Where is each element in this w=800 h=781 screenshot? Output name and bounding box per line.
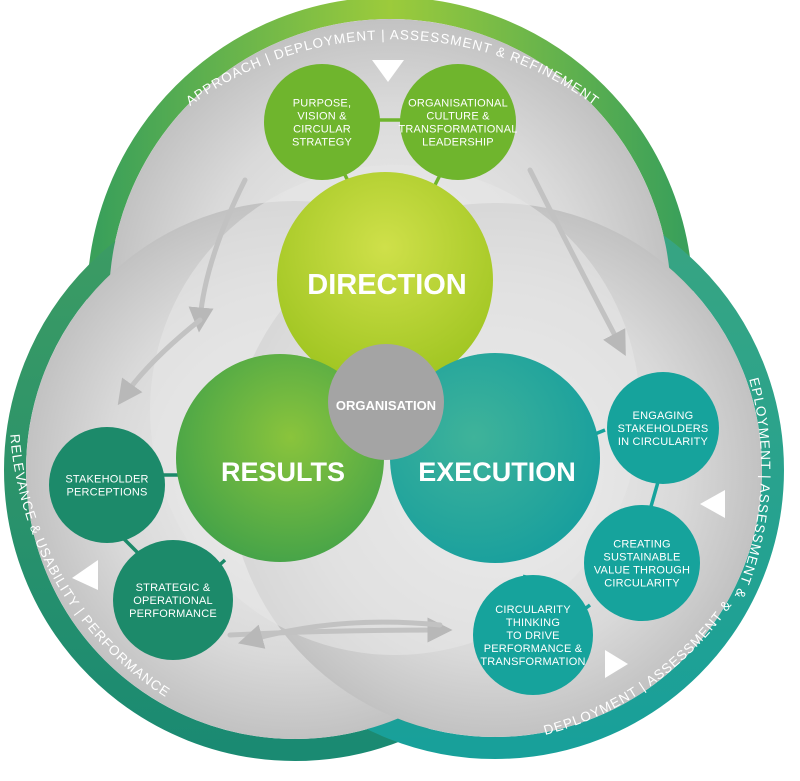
node-label-line: LEADERSHIP: [422, 137, 494, 149]
node-label-line: TRANSFORMATION: [480, 656, 585, 668]
node-label-line: CIRCULARITY: [604, 578, 680, 590]
node-label-line: STAKEHOLDERS: [618, 423, 709, 435]
culture-node: [400, 64, 516, 180]
node-label-line: VALUE THROUGH: [594, 565, 690, 577]
organisation-circle: [328, 344, 444, 460]
direction-label: DIRECTION: [307, 269, 467, 301]
node-label-line: IN CIRCULARITY: [618, 436, 709, 448]
triangle-marker-top: [372, 60, 404, 82]
node-label-line: PURPOSE,: [293, 98, 351, 110]
thinking-node: [473, 575, 593, 695]
node-label-line: CIRCULAR: [293, 124, 351, 136]
node-label-line: CIRCULARITY: [495, 604, 571, 616]
results-label: RESULTS: [221, 457, 345, 487]
node-label-line: THINKING: [506, 617, 560, 629]
node-label-line: PERFORMANCE: [129, 608, 217, 620]
triangle-marker-bottom-right: [605, 650, 628, 678]
node-label-line: STRATEGY: [292, 137, 353, 149]
triangle-marker-right: [700, 490, 725, 518]
node-label-line: STRATEGIC &: [136, 582, 211, 594]
stakeholder-node: [49, 427, 165, 543]
node-label-line: ENGAGING: [633, 410, 694, 422]
creating-node: [584, 505, 700, 621]
triangle-marker-left: [72, 560, 98, 590]
criteria-nodes: [49, 64, 719, 695]
purpose-node: [264, 64, 380, 180]
cycle-arrows: [117, 167, 626, 649]
direction-circle: [277, 172, 493, 388]
execution-label: EXECUTION: [418, 457, 576, 487]
node-label-line: VISION &: [297, 111, 347, 123]
triangle-markers: [72, 60, 725, 678]
node-label-line: TRANSFORMATIONAL: [398, 124, 517, 136]
node-label-line: CULTURE &: [426, 111, 490, 123]
node-label-line: SUSTAINABLE: [603, 552, 680, 564]
node-label-line: OPERATIONAL: [133, 595, 213, 607]
organisation-label: ORGANISATION: [336, 398, 436, 413]
arrow-left: [117, 317, 203, 406]
node-label-line: PERFORMANCE &: [484, 643, 583, 655]
arrow-top-left: [188, 177, 248, 333]
node-label-line: TO DRIVE: [506, 630, 559, 642]
node-label-line: CREATING: [613, 539, 671, 551]
node-label-line: PERCEPTIONS: [66, 487, 147, 499]
node-label-line: STAKEHOLDER: [65, 474, 148, 486]
arrow-top-right: [527, 167, 626, 357]
node-label-line: ORGANISATIONAL: [408, 98, 508, 110]
arrow-bottom-back: [237, 619, 443, 649]
strategic-node: [113, 540, 233, 660]
engaging-node: [607, 372, 719, 484]
